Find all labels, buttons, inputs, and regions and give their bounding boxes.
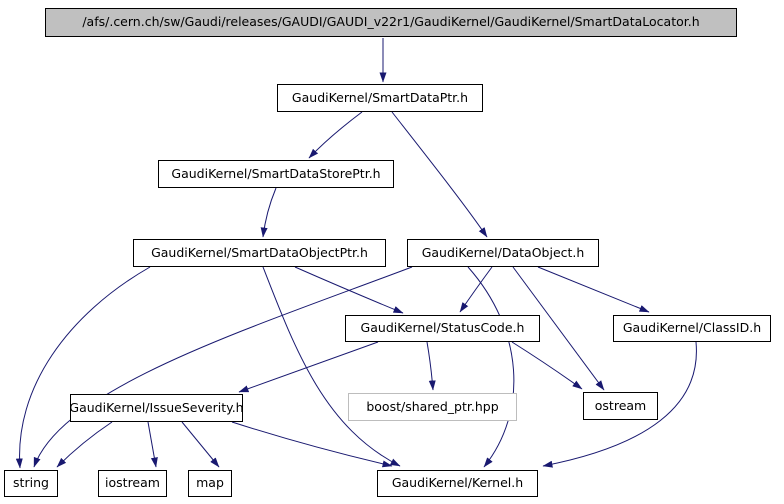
edge-issueseverity-string: [56, 421, 113, 468]
edge-smartdataobjectptr-statuscode: [294, 266, 404, 314]
node-dataobject[interactable]: GaudiKernel/DataObject.h: [407, 239, 599, 267]
node-smartdataobjectptr[interactable]: GaudiKernel/SmartDataObjectPtr.h: [133, 239, 386, 267]
edge-smartdataptr-dataobject: [391, 111, 488, 238]
node-map: map: [188, 470, 232, 497]
edge-dataobject-classid: [537, 266, 650, 313]
edge-classid-kernel: [542, 341, 697, 468]
node-iostream: iostream: [98, 470, 167, 497]
node-smartdataptr[interactable]: GaudiKernel/SmartDataPtr.h: [277, 84, 483, 112]
node-smartdatalocator: /afs/.cern.ch/sw/Gaudi/releases/GAUDI/GA…: [45, 8, 737, 37]
node-smartdatastoreptr[interactable]: GaudiKernel/SmartDataStorePtr.h: [158, 160, 394, 188]
node-statuscode[interactable]: GaudiKernel/StatusCode.h: [345, 315, 540, 342]
edge-dataobject-ostream: [512, 266, 605, 391]
edge-dataobject-kernel: [467, 266, 515, 468]
node-string: string: [4, 470, 58, 497]
edge-smartdataptr-smartdatastoreptr: [308, 111, 363, 159]
edge-smartdataobjectptr-string: [15, 266, 151, 469]
node-boost_shared_ptr: boost/shared_ptr.hpp: [348, 393, 517, 421]
edge-dataobject-string: [33, 266, 413, 468]
node-ostream: ostream: [583, 392, 658, 420]
edge-smartdataobjectptr-kernel: [262, 266, 401, 467]
edge-dataobject-statuscode: [459, 266, 493, 313]
node-classid[interactable]: GaudiKernel/ClassID.h: [613, 315, 771, 342]
edge-statuscode-ostream: [511, 341, 583, 390]
node-kernel[interactable]: GaudiKernel/Kernel.h: [377, 470, 538, 497]
edge-statuscode-issueseverity: [238, 341, 379, 393]
edge-issueseverity-map: [181, 421, 220, 468]
node-issueseverity[interactable]: GaudiKernel/IssueSeverity.h: [70, 394, 243, 422]
edge-smartdatastoreptr-smartdataobjectptr: [260, 187, 277, 238]
edge-issueseverity-iostream: [147, 421, 158, 468]
edge-statuscode-boost_shared_ptr: [426, 341, 436, 391]
edge-issueseverity-kernel: [231, 421, 393, 468]
